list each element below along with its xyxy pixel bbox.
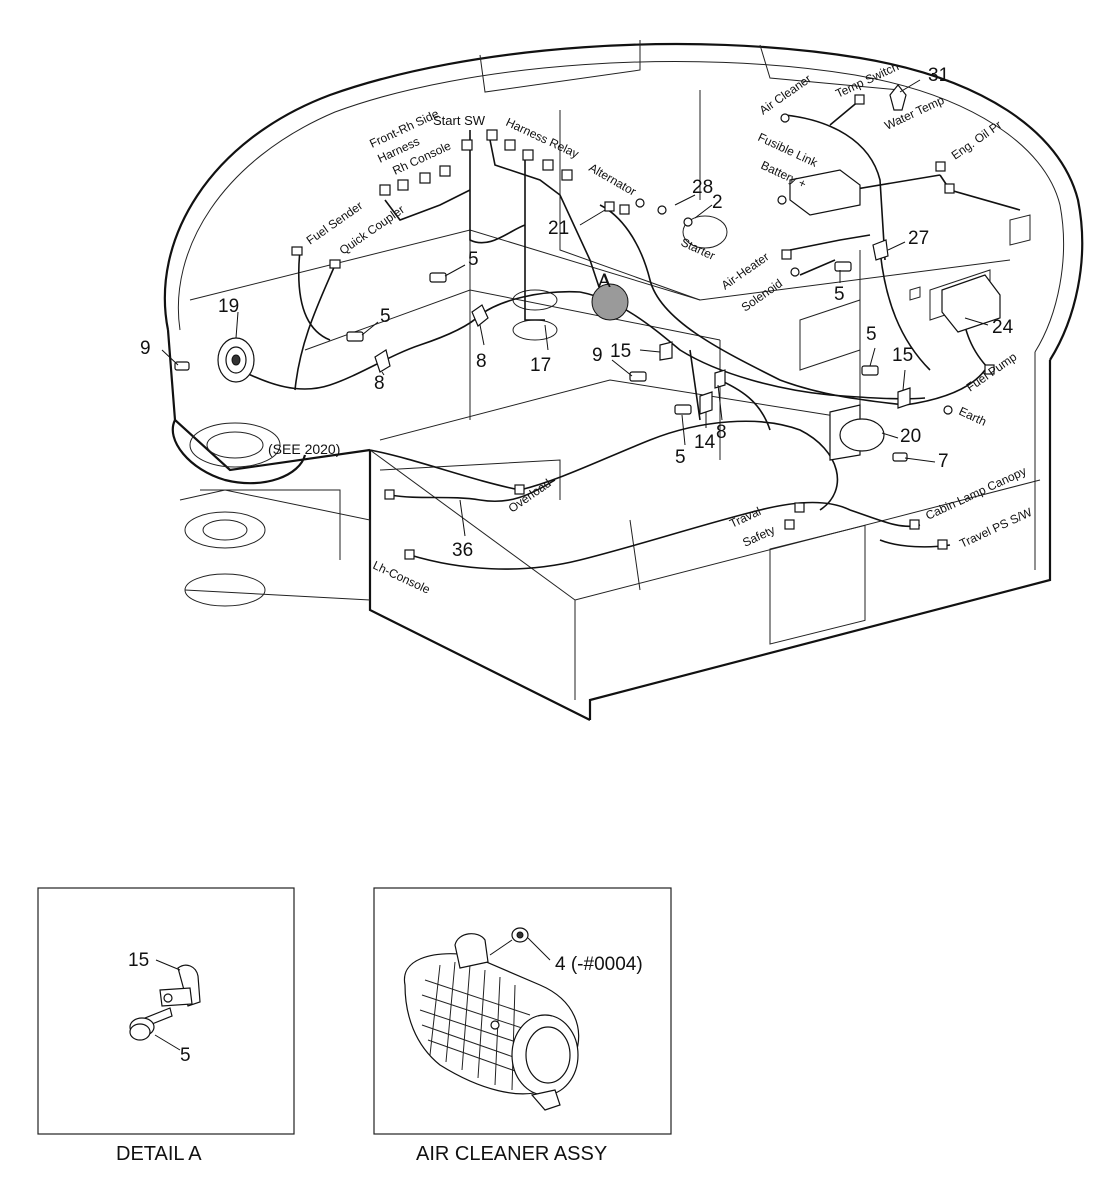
detail-a-title: DETAIL A [116,1143,202,1165]
detail-a-panel: 15 5 DETAIL A [37,887,295,1165]
callout-7: 7 [938,451,949,472]
callout-5: 5 [675,447,686,468]
connector-labels: Front-Rh Side Harness Rh Console Start S… [304,59,1035,597]
callout-19: 19 [218,296,239,317]
label-earth: Earth [957,404,989,429]
callout-14: 14 [694,432,716,453]
callout-21: 21 [548,218,569,239]
callout-numbers: 31 28 2 21 27 5 5 19 9 8 8 17 15 9 5 5 1… [140,65,1014,561]
callout-31: 31 [928,65,949,86]
label-start-sw: Start SW [433,113,486,128]
label-alternator: Alternator [587,160,639,198]
label-starter: Starter [679,235,718,263]
label-traval: Traval [727,504,763,531]
callout-9: 9 [140,338,151,359]
label-air-cleaner: Air Cleaner [757,72,814,118]
callout-28: 28 [692,177,713,198]
callout-8: 8 [374,373,385,394]
label-harness-relay: Harness Relay [504,115,581,161]
callout-27: 27 [908,228,929,249]
label-eng-oil-pr: Eng. Oil Pr [949,118,1005,163]
see-2020-note: (SEE 2020) [268,441,340,457]
callout-15: 15 [892,345,913,366]
label-overload: Overload [506,476,554,515]
callout-9: 9 [592,345,603,366]
air-cleaner-assy-title: AIR CLEANER ASSY [416,1143,607,1165]
callout-17: 17 [530,355,551,376]
callout-5: 5 [866,324,877,345]
detail-a-callout-5: 5 [180,1045,191,1066]
air-cleaner-assy-panel: 4 (-#0004) AIR CLEANER ASSY [373,887,672,1165]
callout-A: A [598,271,611,292]
callout-5: 5 [834,284,845,305]
callout-2: 2 [712,192,723,213]
parts [174,84,1001,560]
callout-8: 8 [716,422,727,443]
label-safety: Safety [740,523,777,550]
upper-frame [163,40,1084,721]
callout-5: 5 [380,306,391,327]
label-fuel-pump: Fuel Pump [964,350,1020,395]
callout-15: 15 [610,341,631,362]
detail-a-marker [591,283,629,321]
callout-8: 8 [476,351,487,372]
callout-20: 20 [900,426,921,447]
detail-a-callout-15: 15 [128,950,149,971]
callout-5: 5 [468,249,479,270]
callout-36: 36 [452,540,473,561]
air-cleaner-callout-4: 4 (-#0004) [555,954,643,975]
label-solenoid: Solenoid [739,276,785,314]
label-travel-ps-sw: Travel PS S/W [957,505,1034,551]
label-lh-console: Lh-Console [371,558,433,597]
leader-lines [161,79,989,537]
callout-24: 24 [992,317,1014,338]
